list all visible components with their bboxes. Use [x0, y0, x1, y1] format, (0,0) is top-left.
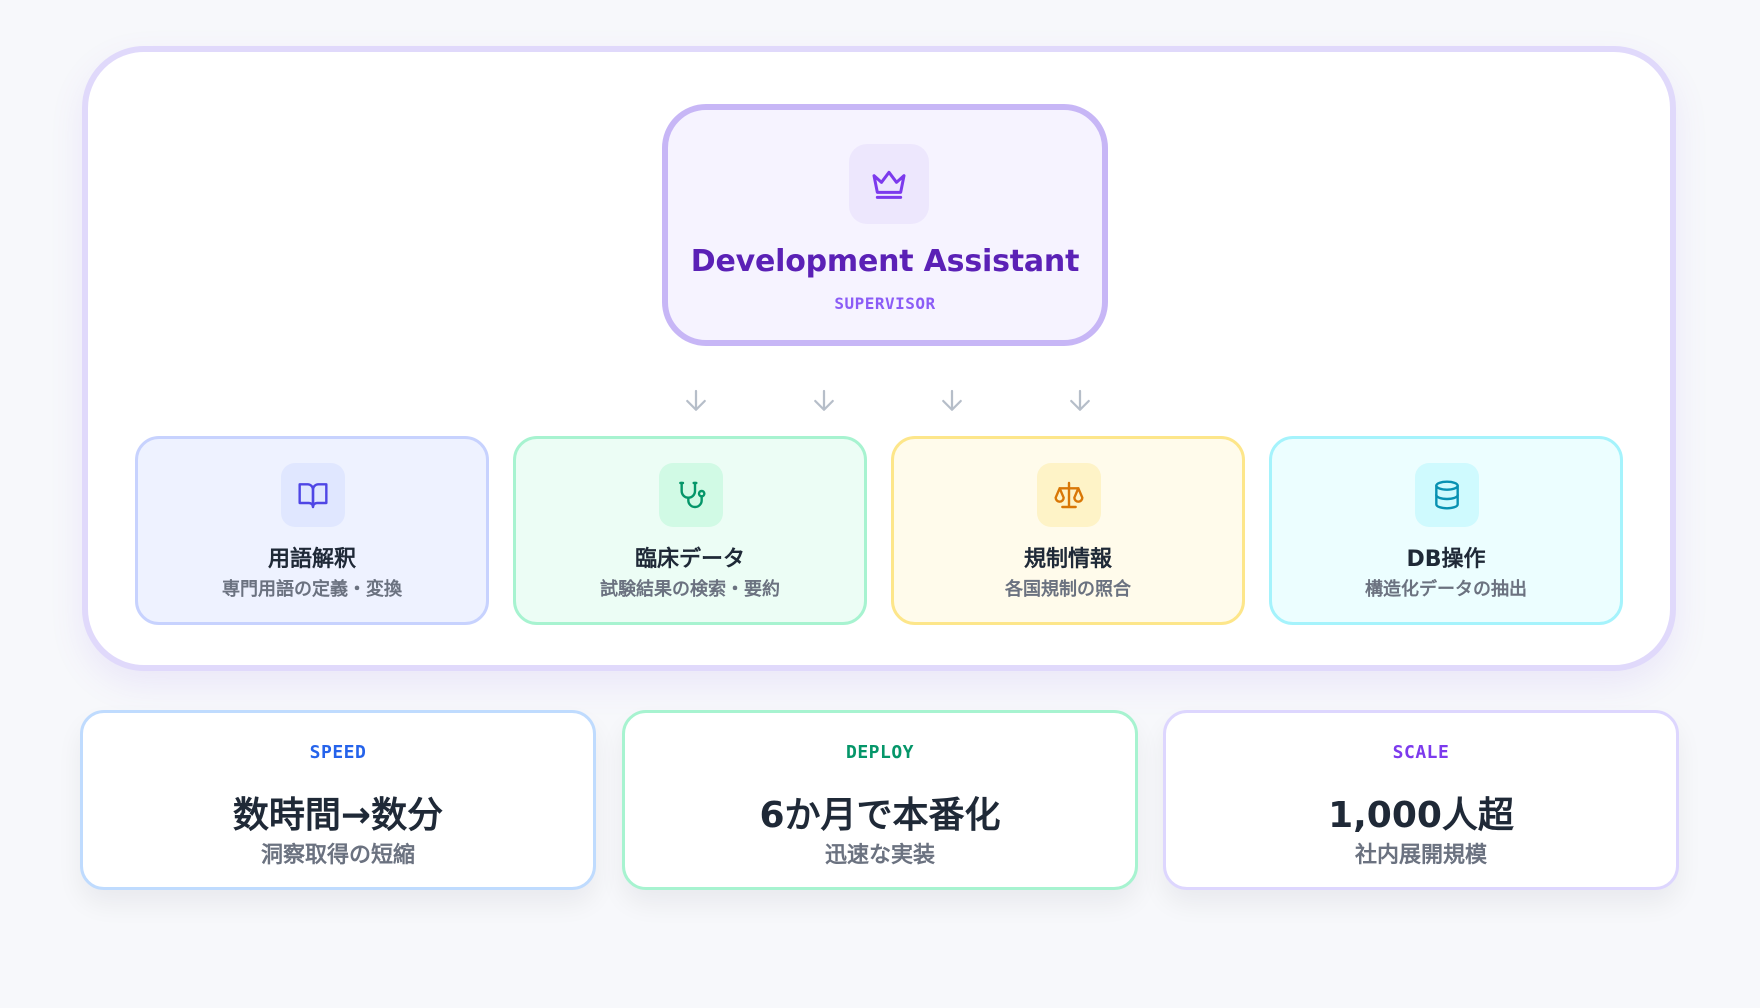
arrow-down-icon — [686, 389, 706, 411]
stat-label: SCALE — [1392, 742, 1450, 763]
architecture-panel: Development Assistant SUPERVISOR 用語解釈 専門… — [82, 46, 1676, 671]
supervisor-role: SUPERVISOR — [834, 294, 936, 313]
agent-icon-box — [1415, 463, 1479, 527]
agent-description: 専門用語の定義・変換 — [222, 579, 402, 600]
supervisor-icon-box — [849, 144, 929, 224]
supervisor-title: Development Assistant — [690, 244, 1080, 279]
agent-description: 各国規制の照合 — [1005, 579, 1131, 600]
agent-description: 試験結果の検索・要約 — [600, 579, 780, 600]
stat-card-speed: SPEED 数時間→数分 洞察取得の短縮 — [80, 710, 596, 890]
stat-value: 6か月で本番化 — [759, 795, 1001, 836]
stat-subtitle: 洞察取得の短縮 — [260, 843, 415, 868]
arrow-down-icon — [1070, 389, 1090, 411]
stat-subtitle: 迅速な実装 — [824, 843, 935, 868]
agent-card-regulatory: 規制情報 各国規制の照合 — [891, 436, 1245, 625]
agent-description: 構造化データの抽出 — [1365, 579, 1527, 600]
agent-title: 規制情報 — [1023, 547, 1112, 572]
stat-label: DEPLOY — [845, 742, 915, 763]
crown-icon — [872, 170, 906, 199]
stethoscope-icon — [679, 481, 706, 509]
stat-subtitle: 社内展開規模 — [1354, 843, 1487, 868]
database-icon — [1435, 480, 1459, 510]
agent-title: 臨床データ — [634, 547, 745, 572]
agent-icon-box — [281, 463, 345, 527]
supervisor-card: Development Assistant SUPERVISOR — [662, 104, 1108, 346]
agent-card-db-operations: DB操作 構造化データの抽出 — [1269, 436, 1623, 625]
arrow-down-icon — [814, 389, 834, 411]
stat-card-deploy: DEPLOY 6か月で本番化 迅速な実装 — [622, 710, 1138, 890]
stat-value: 数時間→数分 — [232, 795, 444, 836]
stat-label: SPEED — [309, 742, 367, 763]
agent-card-clinical-data: 臨床データ 試験結果の検索・要約 — [513, 436, 867, 625]
stat-value: 1,000人超 — [1328, 795, 1514, 836]
arrow-down-icon — [942, 389, 962, 411]
book-icon — [298, 483, 328, 509]
agent-title: DB操作 — [1406, 547, 1486, 572]
stat-card-scale: SCALE 1,000人超 社内展開規模 — [1163, 710, 1679, 890]
agent-title: 用語解釈 — [267, 547, 356, 572]
scale-icon — [1054, 481, 1084, 509]
agent-card-terminology: 用語解釈 専門用語の定義・変換 — [135, 436, 489, 625]
agent-icon-box — [1037, 463, 1101, 527]
agent-icon-box — [659, 463, 723, 527]
